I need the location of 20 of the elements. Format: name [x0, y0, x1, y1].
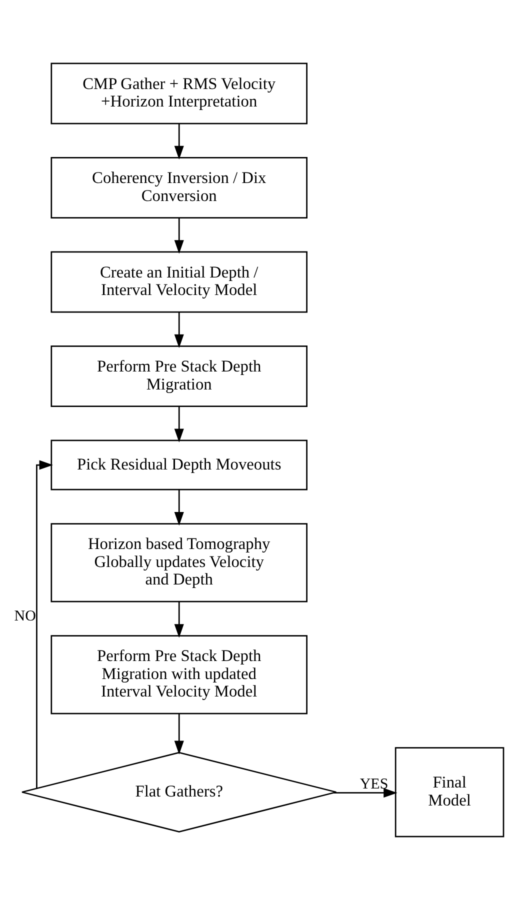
- arrow: [334, 788, 398, 798]
- node-box: CMP Gather + RMS Velocity +Horizon Interpretation: [50, 62, 308, 124]
- arrow: [174, 602, 184, 638]
- arrow: [36, 460, 53, 788]
- node-diamond: Flat Gathers?: [21, 752, 337, 832]
- arrow: [174, 218, 184, 254]
- edge-label: NO: [14, 608, 36, 625]
- node-box: Create an Initial Depth / Interval Velocity Model: [50, 251, 308, 313]
- node-box: Coherency Inversion / Dix Conversion: [50, 157, 308, 218]
- edge-label: YES: [360, 776, 388, 792]
- node-box: Horizon based Tomography Globally updates Velocity and Depth: [50, 523, 308, 602]
- node-box: Pick Residual Depth Moveouts: [50, 440, 308, 490]
- arrow: [174, 490, 184, 526]
- node-box: Final Model: [394, 747, 504, 838]
- arrow: [174, 714, 184, 754]
- arrow: [174, 406, 184, 442]
- arrow: [174, 312, 184, 348]
- node-box: Perform Pre Stack Depth Migration: [50, 346, 308, 407]
- node-box: Perform Pre Stack Depth Migration with updated Interval Velocity Model: [50, 635, 308, 714]
- arrow: [174, 124, 184, 160]
